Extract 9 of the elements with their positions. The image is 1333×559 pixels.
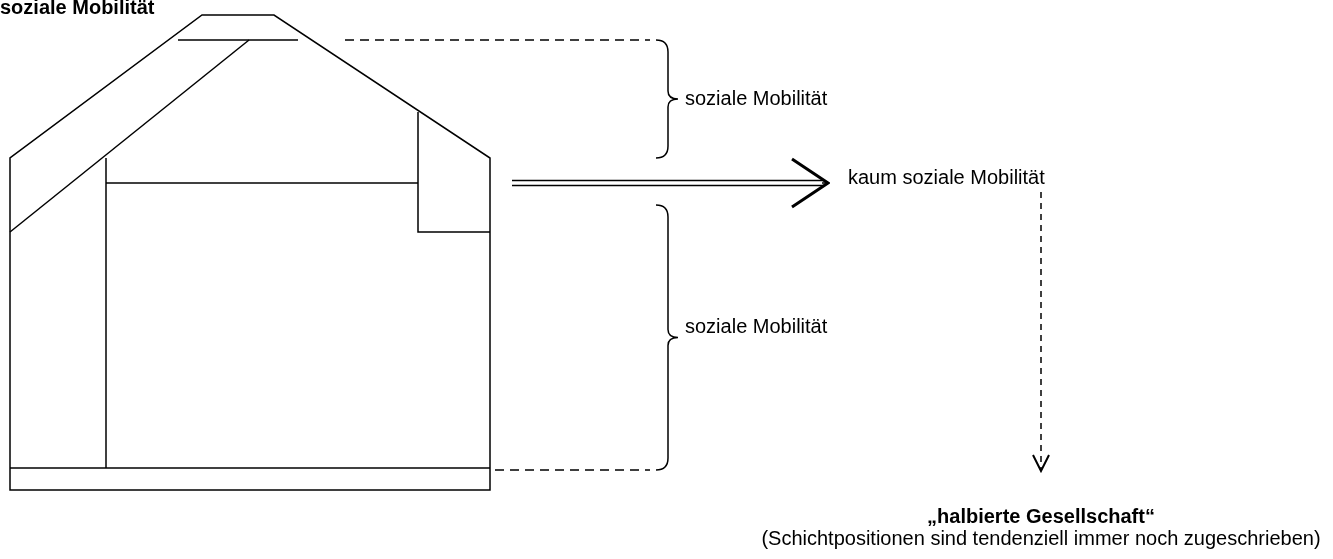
node-label: kaum soziale Mobilität [848, 166, 1045, 188]
subtitle-text: (Schichtpositionen sind tendenziell immer noch zugeschrieben) [761, 527, 1321, 549]
house-drawing [8, 12, 492, 494]
node-label: „halbierte Gesellschaft“ [927, 505, 1155, 527]
bracket-label: soziale Mobilität [685, 315, 828, 338]
bracket-label: soziale Mobilität [685, 87, 828, 110]
dashed-arrow [1032, 191, 1050, 472]
heading: soziale Mobilität [0, 0, 155, 19]
double-arrow [511, 157, 830, 209]
